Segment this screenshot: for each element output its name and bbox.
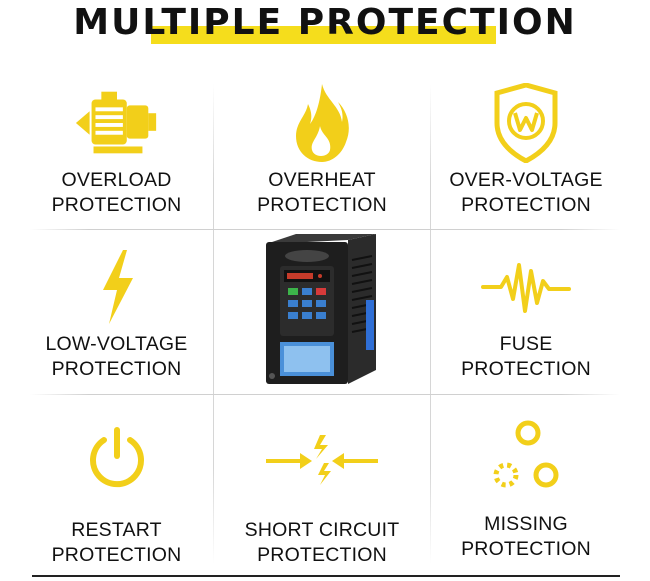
overheat-protection-cell: OVERHEAT PROTECTION <box>214 78 430 218</box>
low-voltage-protection-cell: LOW-VOLTAGE PROTECTION <box>20 244 213 382</box>
fuse-label-line2: PROTECTION <box>461 358 591 380</box>
overheat-label-line2: PROTECTION <box>257 194 387 216</box>
overheat-label-line1: OVERHEAT <box>268 169 376 191</box>
flame-icon <box>277 78 367 168</box>
fuse-label-line1: FUSE <box>499 333 553 355</box>
overload-label-line1: OVERLOAD <box>61 169 172 191</box>
restart-label-line2: PROTECTION <box>51 544 182 566</box>
title-highlight <box>151 26 496 44</box>
short-circuit-protection-cell: SHORT CIRCUIT PROTECTION <box>214 416 430 568</box>
overload-label-line2: PROTECTION <box>51 194 182 216</box>
short-circuit-icon <box>257 416 387 502</box>
over-voltage-label-line2: PROTECTION <box>461 194 591 216</box>
power-icon <box>72 416 162 502</box>
short-circuit-label-line2: PROTECTION <box>257 544 387 566</box>
missing-label-line1: MISSING <box>484 513 568 535</box>
restart-protection-cell: RESTART PROTECTION <box>20 416 213 568</box>
low-voltage-label-line2: PROTECTION <box>51 358 182 380</box>
missing-label-line2: PROTECTION <box>461 538 591 560</box>
over-voltage-protection-cell: OVER-VOLTAGE PROTECTION <box>431 78 621 218</box>
grid-divider <box>30 394 620 395</box>
restart-label-line1: RESTART <box>71 519 162 541</box>
inverter-device-image <box>266 234 376 384</box>
low-voltage-label-line1: LOW-VOLTAGE <box>45 333 188 355</box>
short-circuit-label-line1: SHORT CIRCUIT <box>244 519 400 541</box>
protection-grid: OVERLOAD PROTECTION OVERHEAT PROTECTION … <box>0 64 650 566</box>
page-title: MULTIPLE PROTECTION <box>73 2 577 43</box>
waveform-icon <box>481 244 571 330</box>
grid-divider <box>30 229 620 230</box>
lightning-icon <box>72 244 162 330</box>
missing-phase-icon <box>481 416 571 502</box>
bottom-divider <box>32 575 620 577</box>
header: MULTIPLE PROTECTION <box>0 0 650 60</box>
overload-protection-cell: OVERLOAD PROTECTION <box>20 78 213 218</box>
vfd-inverter-image <box>214 230 430 392</box>
grid-divider <box>430 84 431 564</box>
fuse-protection-cell: FUSE PROTECTION <box>431 244 621 382</box>
missing-protection-cell: MISSING PROTECTION <box>431 416 621 562</box>
grid-divider <box>213 84 214 564</box>
over-voltage-label-line1: OVER-VOLTAGE <box>449 169 603 191</box>
motor-icon <box>72 78 162 168</box>
shield-w-icon <box>481 78 571 168</box>
